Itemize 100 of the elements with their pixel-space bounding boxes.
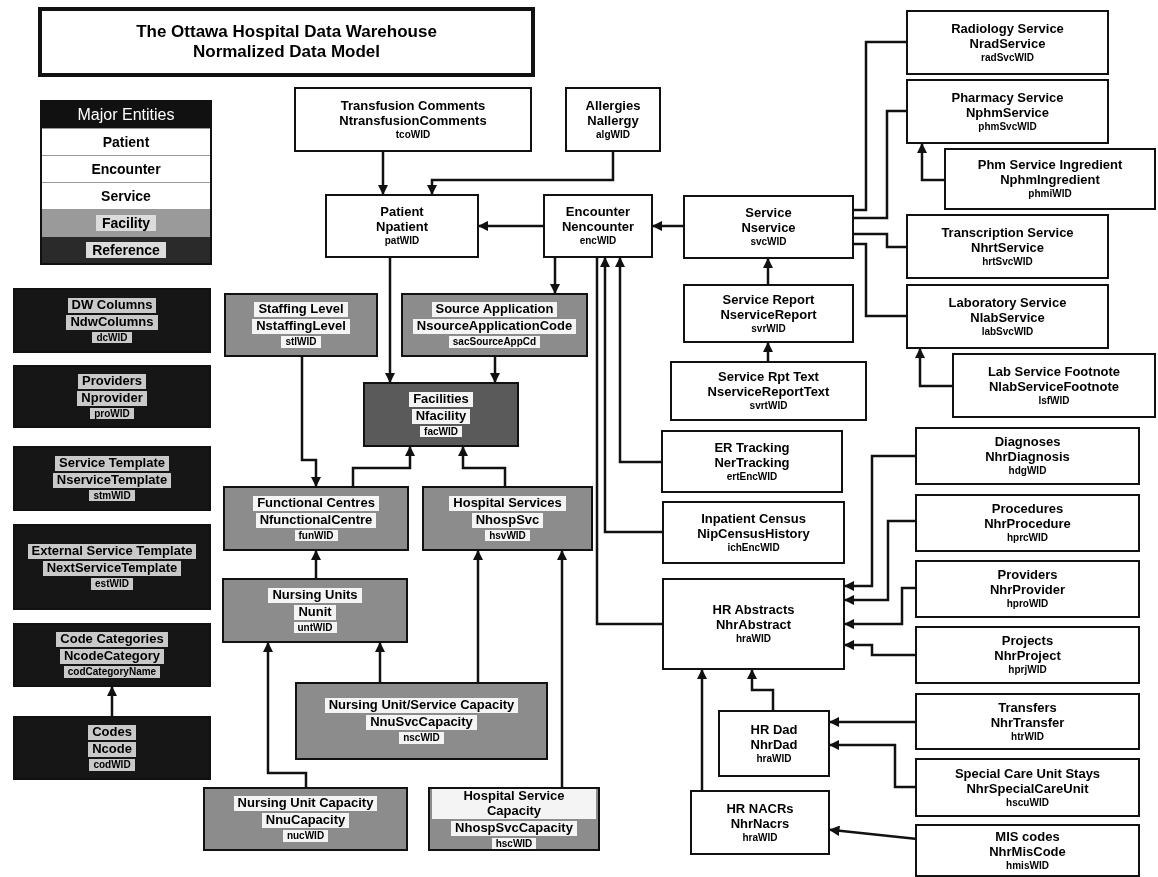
- diagram-title: The Ottawa Hospital Data Warehouse Normalized Data Model: [38, 7, 535, 77]
- entity-name: Code Categories: [56, 632, 168, 648]
- key-field: hscWID: [491, 837, 537, 850]
- table-box: [222, 578, 408, 643]
- table-box: [295, 682, 548, 760]
- table-box: [915, 494, 1140, 552]
- key-field: hprcWID: [1006, 532, 1049, 544]
- arrow: [457, 445, 507, 486]
- table-name: Nprovider: [77, 390, 147, 406]
- key-field: sacSourceAppCd: [448, 336, 541, 348]
- arrow: [828, 739, 915, 789]
- table-name: NfunctionalCentre: [255, 512, 377, 528]
- table-box: [13, 288, 211, 353]
- table-box: [683, 195, 854, 259]
- table-name: NhrDad: [750, 737, 798, 753]
- table-box: [662, 501, 845, 564]
- table-name: NhrProcedure: [984, 517, 1071, 533]
- table-box: [952, 353, 1156, 418]
- table-name: NhrDiagnosis: [985, 450, 1070, 466]
- arrow: [477, 220, 543, 232]
- table-box: [661, 430, 843, 493]
- table-name: Nunit: [294, 604, 336, 620]
- key-field: algWID: [596, 128, 630, 141]
- entity-name: Nursing Unit Capacity: [233, 796, 378, 812]
- key-field: svcWID: [750, 236, 787, 248]
- table-name: NerTracking: [714, 455, 790, 471]
- table-box: [401, 293, 588, 357]
- table-box: [543, 194, 653, 258]
- table-box: [718, 710, 830, 777]
- entity-name: Codes: [88, 725, 136, 741]
- entity-name: Service Report: [722, 292, 815, 308]
- key-field: tcoWID: [395, 128, 431, 141]
- table-box: [294, 87, 532, 152]
- arrow: [556, 549, 568, 787]
- table-name: NhrProject: [994, 649, 1061, 665]
- key-field: hraWID: [756, 752, 792, 765]
- table-name: Npatient: [376, 220, 428, 236]
- entity-name: Inpatient Census: [701, 511, 806, 527]
- table-box: [915, 824, 1140, 877]
- entity-name: Providers: [78, 373, 146, 389]
- entity-name: DW Columns: [67, 297, 157, 313]
- table-box: [428, 787, 600, 851]
- key-field: untWID: [293, 621, 337, 634]
- key-field: funWID: [294, 529, 338, 542]
- table-name: NsourceApplicationCode: [412, 319, 577, 335]
- arrow: [762, 257, 774, 284]
- entity-name: Transfers: [998, 700, 1057, 716]
- entity-name: MIS codes: [995, 829, 1060, 845]
- table-box: [915, 560, 1140, 618]
- key-field: ichEncWID: [727, 541, 780, 554]
- entity-name: Service: [745, 206, 792, 222]
- table-box: [13, 716, 211, 780]
- legend-item: Reference: [42, 236, 210, 263]
- table-box: [915, 758, 1140, 817]
- entity-name: Encounter: [565, 205, 631, 221]
- key-field: svrtWID: [749, 400, 788, 412]
- table-box: [906, 284, 1109, 349]
- key-field: phmSvcWID: [978, 120, 1037, 133]
- entity-name: Transfusion Comments: [340, 98, 486, 114]
- table-name: NhrAbstract: [715, 618, 792, 634]
- key-field: svrWID: [751, 322, 786, 335]
- entity-name: Facilities: [409, 391, 473, 407]
- key-field: hprjWID: [1008, 664, 1047, 676]
- table-name: NserviceReport: [720, 307, 817, 323]
- connector-line: [854, 40, 906, 212]
- arrow: [828, 716, 915, 728]
- key-field: ertEncWID: [726, 470, 778, 483]
- entity-name: Hospital Service Capacity: [432, 788, 596, 819]
- key-field: stlWID: [281, 336, 321, 348]
- table-name: NserviceReportText: [707, 385, 830, 401]
- arrow: [843, 639, 915, 657]
- arrow: [914, 347, 952, 388]
- arrow: [377, 152, 389, 196]
- entity-name: HR Abstracts: [712, 603, 795, 619]
- table-name: NhrTransfer: [990, 715, 1065, 731]
- entity-name: Transcription Service: [941, 225, 1074, 241]
- legend-item: Facility: [42, 209, 210, 236]
- table-name: Nservice: [741, 221, 796, 237]
- table-box: [13, 524, 211, 610]
- arrow: [843, 519, 915, 606]
- entity-name: Providers: [997, 568, 1058, 584]
- arrow: [746, 668, 775, 710]
- table-name: NradService: [969, 36, 1046, 52]
- entity-name: Projects: [1001, 634, 1054, 650]
- table-box: [224, 293, 378, 357]
- table-name: NextServiceTemplate: [42, 561, 182, 577]
- table-name: Nallergy: [587, 113, 639, 129]
- table-box: [670, 361, 867, 421]
- entity-name: Procedures: [991, 502, 1064, 518]
- entity-name: Nursing Unit/Service Capacity: [324, 698, 519, 714]
- key-field: hdgWID: [1008, 465, 1047, 477]
- arrow: [262, 641, 308, 787]
- entity-name: Special Care Unit Stays: [954, 766, 1101, 782]
- entity-name: Source Application: [431, 302, 558, 318]
- entity-name: Pharmacy Service: [951, 90, 1064, 106]
- arrow: [472, 549, 484, 682]
- table-name: NstaffingLevel: [252, 319, 350, 335]
- arrow: [614, 256, 661, 464]
- table-box: [662, 578, 845, 670]
- table-name: NlabServiceFootnote: [989, 379, 1119, 395]
